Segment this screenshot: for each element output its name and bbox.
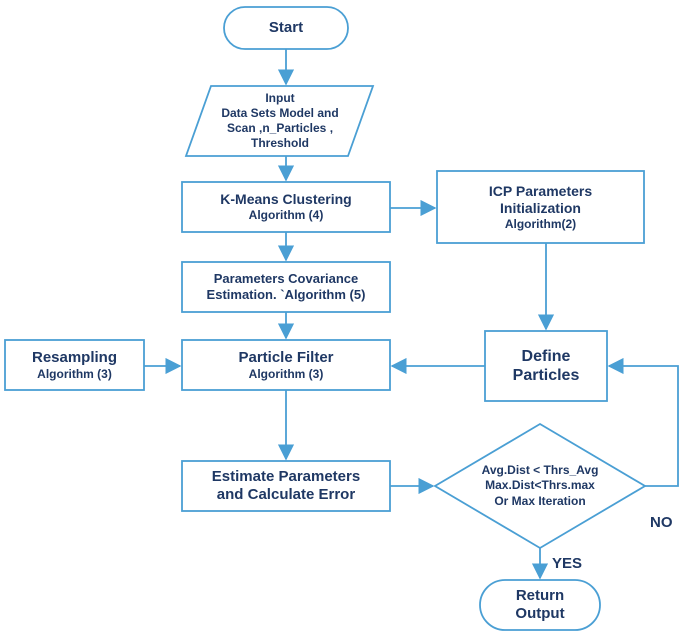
kmeans-title: K-Means Clustering <box>220 191 352 208</box>
particle-filter-box <box>181 339 391 391</box>
edge-decision-no-loop <box>607 357 679 487</box>
resampling-box <box>4 339 145 391</box>
no-edge-label: NO <box>650 514 673 531</box>
estimate-title-2: and Calculate Error <box>216 486 356 503</box>
covariance-title-2: Estimation. `Algorithm (5) <box>206 287 366 302</box>
covariance-title-1: Parameters Covariance <box>213 271 359 287</box>
icp-label: ICP Parameters Initialization Algorithm(… <box>437 171 644 243</box>
input-line-4: Threshold <box>250 136 309 150</box>
resampling-title: Resampling <box>31 348 118 366</box>
decision-line-1: Avg.Dist < Thrs_Avg <box>481 462 599 477</box>
define-particles-label: Define Particles <box>485 331 607 401</box>
icp-title-2: Initialization <box>500 199 581 216</box>
return-terminal <box>479 579 601 631</box>
kmeans-sub: Algorithm (4) <box>248 208 324 223</box>
decision-line-2: Max.Dist<Thrs.max <box>485 478 595 493</box>
particle-filter-label: Particle Filter Algorithm (3) <box>182 340 390 390</box>
particle-filter-title: Particle Filter <box>238 348 334 366</box>
input-parallelogram <box>184 85 375 157</box>
define-particles-title-2: Particles <box>512 367 580 384</box>
icp-title-1: ICP Parameters <box>488 183 593 199</box>
input-line-3: Scan ,n_Particles , <box>226 121 334 135</box>
input-label: Input Data Sets Model and Scan ,n_Partic… <box>195 86 365 156</box>
particle-filter-sub: Algorithm (3) <box>248 366 324 381</box>
resampling-sub: Algorithm (3) <box>37 366 112 381</box>
kmeans-box <box>181 181 391 233</box>
decision-line-3: Or Max Iteration <box>494 493 586 508</box>
icp-box <box>436 170 645 244</box>
estimate-title-1: Estimate Parameters <box>211 468 361 485</box>
input-line-2: Data Sets Model and <box>221 106 339 120</box>
define-particles-title-1: Define <box>521 347 571 365</box>
yes-edge-label: YES <box>552 555 583 572</box>
resampling-label: Resampling Algorithm (3) <box>5 340 144 390</box>
icp-sub: Algorithm(2) <box>504 216 577 231</box>
kmeans-label: K-Means Clustering Algorithm (4) <box>182 182 390 232</box>
input-line-1: Input <box>265 91 295 105</box>
start-label: Start <box>224 7 348 49</box>
decision-label: Avg.Dist < Thrs_Avg Max.Dist<Thrs.max Or… <box>455 456 625 516</box>
start-text: Start <box>268 19 304 36</box>
return-label: Return Output <box>480 580 600 630</box>
estimate-label: Estimate Parameters and Calculate Error <box>182 461 390 511</box>
estimate-box <box>181 460 391 512</box>
return-title-1: Return <box>515 587 565 604</box>
covariance-label: Parameters Covariance Estimation. `Algor… <box>182 262 390 312</box>
return-title-2: Output <box>515 605 565 622</box>
covariance-box <box>181 261 391 313</box>
